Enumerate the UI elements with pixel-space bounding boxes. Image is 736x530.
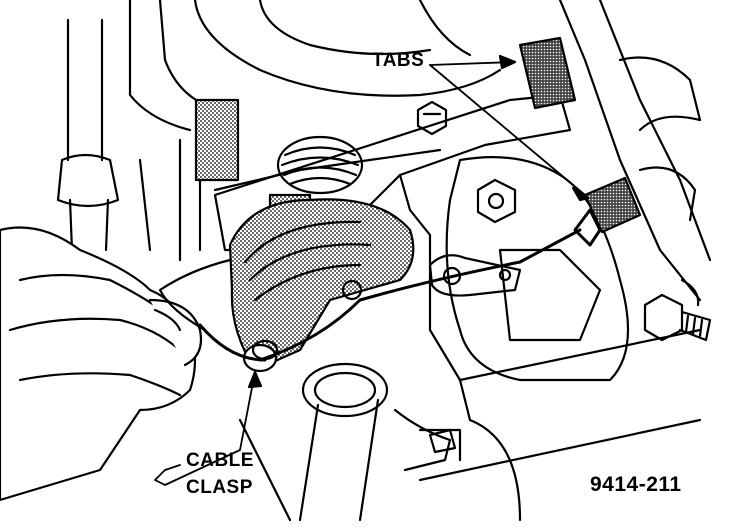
threaded-bolt (643, 278, 712, 342)
shaded-panel (194, 98, 240, 182)
cable-loop (158, 258, 232, 332)
hex-nut (476, 178, 517, 224)
leader-tabs-right (429, 64, 586, 196)
label-tabs: TABS (372, 50, 425, 71)
leader-clasp (154, 371, 256, 486)
lower-tube (298, 362, 462, 522)
left-pipe (56, 18, 120, 252)
label-cable: CABLE (186, 450, 254, 471)
hand (0, 226, 203, 502)
pivot-link (428, 254, 522, 297)
figure-number: 9414-211 (590, 473, 682, 496)
cable-end-fitting (518, 36, 642, 234)
arrowhead-tabs-right (571, 186, 590, 202)
lower-frame (238, 328, 702, 522)
arrowhead-clasp (247, 370, 263, 389)
arrowhead-tabs-left (498, 54, 517, 70)
label-clasp: CLASP (186, 477, 253, 498)
throttle-cam (228, 198, 415, 372)
throttle-spring (276, 135, 364, 195)
bolt (416, 100, 448, 136)
